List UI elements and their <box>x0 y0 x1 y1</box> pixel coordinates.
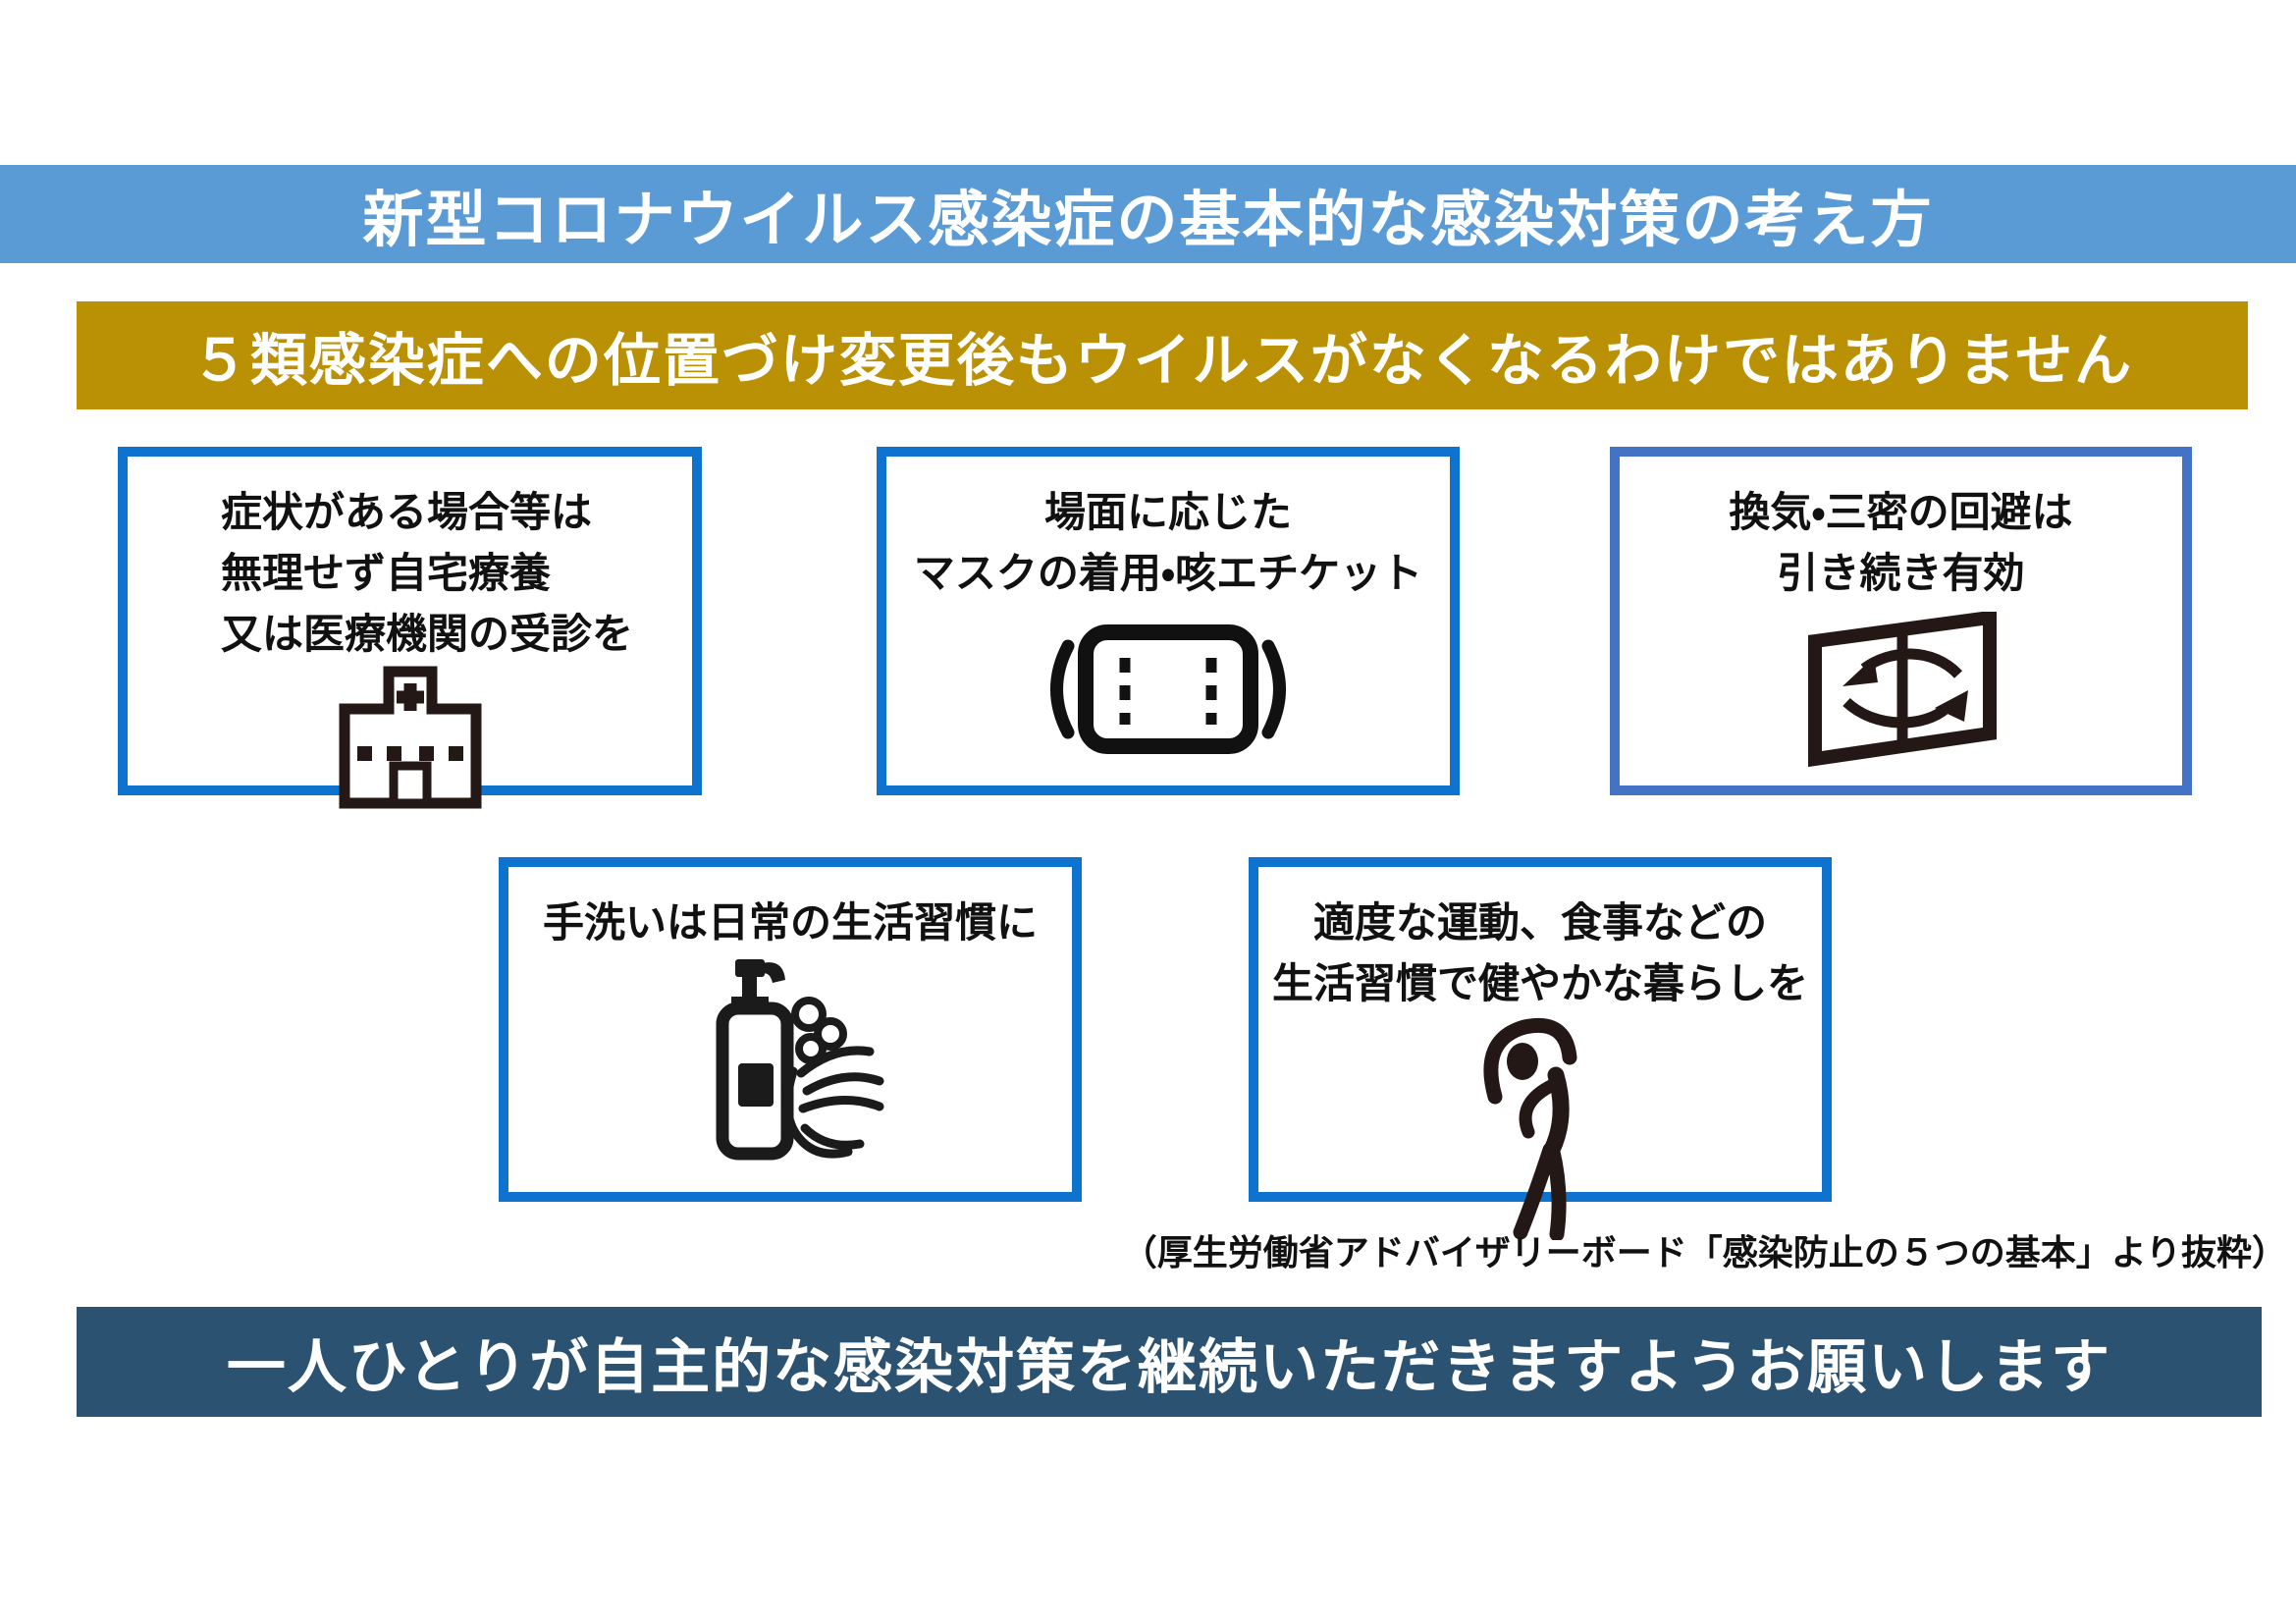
card-mask-icon-area <box>886 604 1450 785</box>
footer-banner: 一人ひとりが自主的な感染対策を継続いただきますようお願いします <box>77 1307 2262 1417</box>
card-text-line: 手洗いは日常の生活習慣に <box>542 899 1038 946</box>
card-text-line: 又は医療機関の受診を <box>221 611 634 657</box>
card-handwash: 手洗いは日常の生活習慣に <box>499 857 1082 1202</box>
card-exercise-icon-area <box>1258 1014 1822 1251</box>
face-mask-icon <box>1041 624 1296 759</box>
card-text-line: 症状がある場合等は <box>221 489 593 535</box>
card-text-line: 適度な運動、食事などの <box>1312 899 1767 946</box>
footer-text: 一人ひとりが自主的な感染対策を継続いただきますようお願いします <box>226 1333 2112 1400</box>
card-text-line: 引き続き有効 <box>1777 550 2025 596</box>
card-text-line: 換気・三密の回避は <box>1729 489 2073 535</box>
card-symptoms-icon-area <box>128 665 692 821</box>
title-banner: 新型コロナウイルス感染症の基本的な感染対策の考え方 <box>0 165 2296 263</box>
source-note: （厚生労働省アドバイザリーボード「感染防止の５つの基本」より抜粋） <box>1121 1232 2287 1272</box>
card-mask-text: 場面に応じた マスクの着用・咳エチケット <box>914 482 1422 604</box>
handwash-soap-icon <box>681 953 899 1186</box>
card-handwash-icon-area <box>508 953 1072 1192</box>
card-mask: 場面に応じた マスクの着用・咳エチケット <box>877 447 1460 795</box>
page-title: 新型コロナウイルス感染症の基本的な感染対策の考え方 <box>362 187 1934 254</box>
card-text-line: 無理せず自宅療養 <box>221 550 552 596</box>
window-ventilation-icon <box>1803 609 2000 772</box>
card-handwash-text: 手洗いは日常の生活習慣に <box>543 893 1038 953</box>
card-text-line: マスクの着用・咳エチケット <box>913 550 1423 596</box>
card-text-line: 生活習慣で健やかな暮らしを <box>1271 960 1808 1006</box>
card-exercise: 適度な運動、食事などの 生活習慣で健やかな暮らしを <box>1249 857 1832 1242</box>
hospital-icon <box>337 665 484 815</box>
card-symptoms: 症状がある場合等は 無理せず自宅療養 又は医療機関の受診を <box>118 447 702 809</box>
subtitle-banner: ５類感染症への位置づけ変更後もウイルスがなくなるわけではありません <box>77 301 2248 409</box>
subtitle-text: ５類感染症への位置づけ変更後もウイルスがなくなるわけではありません <box>190 329 2134 393</box>
card-ventilation: 換気・三密の回避は 引き続き有効 <box>1610 447 2192 795</box>
card-symptoms-text: 症状がある場合等は 無理せず自宅療養 又は医療機関の受診を <box>221 482 633 665</box>
card-text-line: 場面に応じた <box>1043 489 1292 535</box>
card-ventilation-text: 換気・三密の回避は 引き続き有効 <box>1729 482 2072 604</box>
card-ventilation-icon-area <box>1620 604 2182 785</box>
card-exercise-text: 適度な運動、食事などの 生活習慣で健やかな暮らしを <box>1272 893 1808 1014</box>
stretching-person-icon <box>1462 1014 1619 1245</box>
